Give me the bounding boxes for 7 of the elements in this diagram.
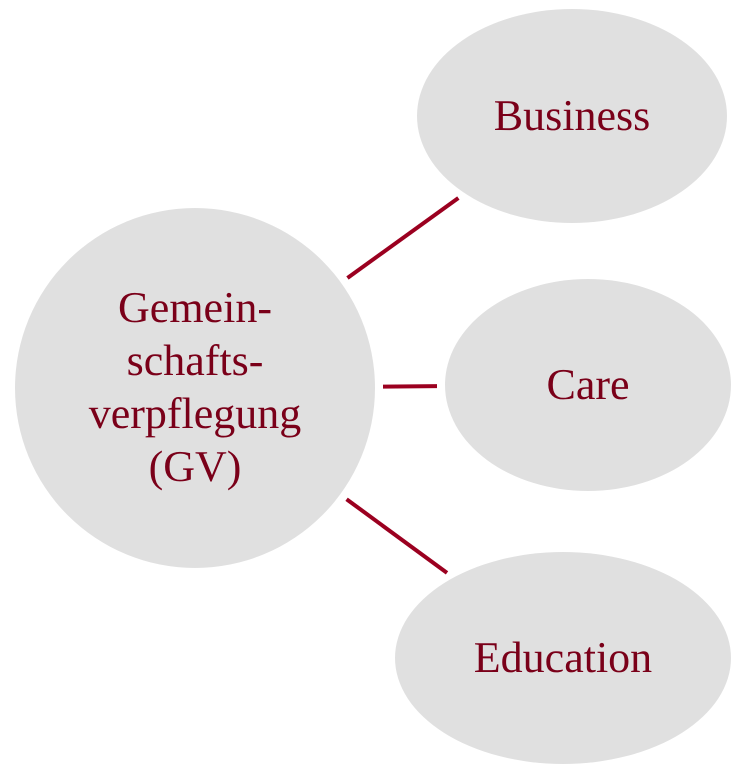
- node-label: Education: [474, 632, 652, 684]
- node-label: Care: [546, 358, 630, 411]
- node-label: Business: [494, 90, 650, 142]
- connector-line: [382, 384, 438, 389]
- connector-line: [345, 498, 448, 575]
- node-label: Gemein- schafts- verpflegung (GV): [88, 282, 302, 493]
- connector-line: [346, 196, 460, 280]
